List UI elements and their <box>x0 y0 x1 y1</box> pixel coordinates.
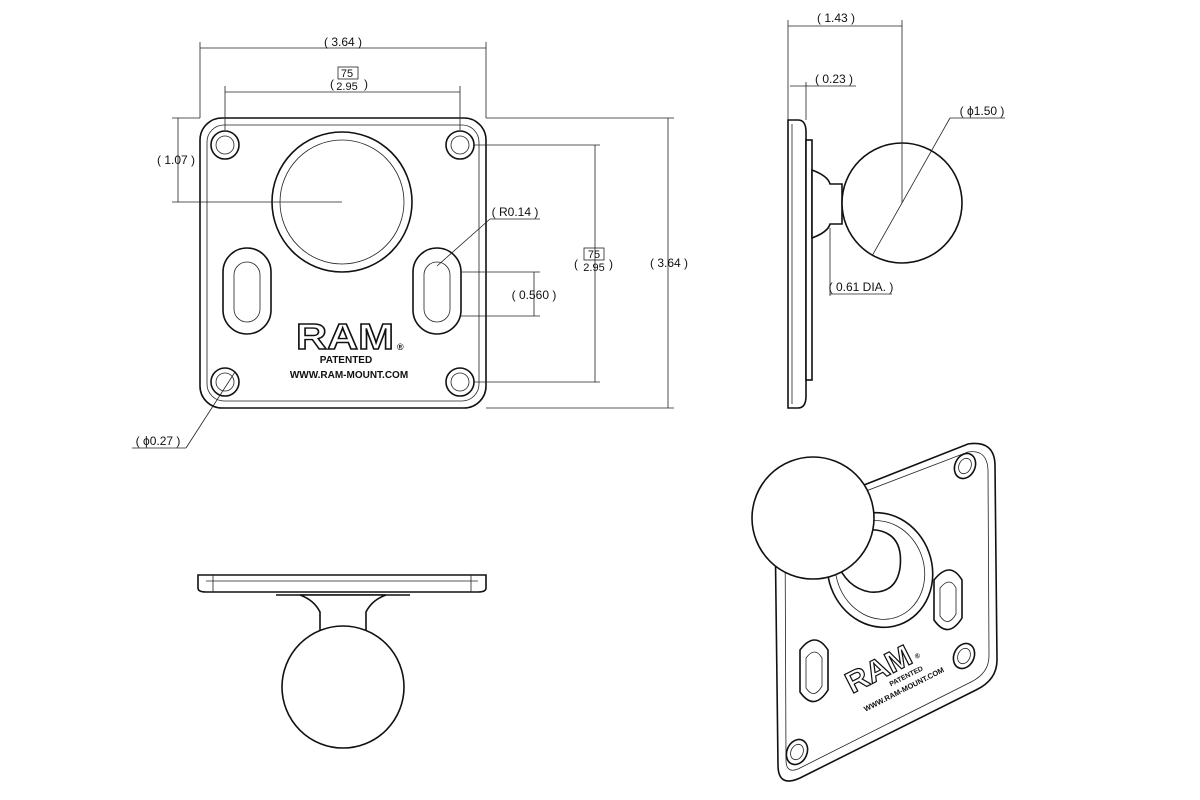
svg-text:( ϕ0.27 ): ( ϕ0.27 ) <box>136 434 181 448</box>
svg-text:( 1.07 ): ( 1.07 ) <box>157 153 195 167</box>
front-plate-inner-edge <box>206 124 480 402</box>
dim-front-width: ( 3.64 ) <box>199 35 487 118</box>
corner-hole-bottom-left <box>210 367 240 397</box>
front-hole-spacing-side-imperial: 2.95 <box>583 262 604 274</box>
dim-front-offset: ( 1.07 ) <box>157 117 342 203</box>
slot-right <box>412 247 462 335</box>
side-plate <box>787 119 807 409</box>
dim-front-hole-diameter: ( ϕ0.27 ) <box>132 371 236 449</box>
front-registered-mark: ® <box>397 342 404 352</box>
slot-left <box>222 247 272 335</box>
iso-plate-edge <box>784 451 990 771</box>
svg-text:( 3.64 ): ( 3.64 ) <box>324 35 362 49</box>
front-hole-diameter-value: 0.27 <box>150 434 174 448</box>
svg-text:(: ( <box>574 257 578 271</box>
side-neck-diameter-value: 0.61 DIA. <box>836 280 886 294</box>
iso-slot-left <box>799 639 829 703</box>
iso-hole-bottom-left <box>785 738 809 766</box>
front-width-value: 3.64 <box>331 35 355 49</box>
iso-hole-top-right <box>953 452 977 480</box>
iso-registered-mark: ® <box>913 651 922 661</box>
bottom-view <box>197 574 487 749</box>
svg-text:): ) <box>364 77 368 91</box>
side-depth-value: 1.43 <box>824 11 848 25</box>
svg-text:( ϕ1.50 ): ( ϕ1.50 ) <box>960 104 1005 118</box>
iso-ball <box>751 456 875 580</box>
dim-front-slot-radius: ( R0.14 ) <box>436 205 540 267</box>
front-hole-spacing-side-metric: 75 <box>588 249 600 261</box>
iso-hole-bottom-right <box>952 642 976 670</box>
front-plate <box>199 117 487 409</box>
dim-front-slot-length: ( 0.560 ) <box>461 271 557 317</box>
side-thickness-value: 0.23 <box>822 72 846 86</box>
front-hole-spacing-top-imperial: 2.95 <box>336 81 357 93</box>
dim-side-thickness: ( 0.23 ) <box>790 72 856 120</box>
svg-text:( 0.61 DIA. ): ( 0.61 DIA. ) <box>829 280 894 294</box>
svg-text:( 3.64 ): ( 3.64 ) <box>650 256 688 270</box>
front-offset-value: 1.07 <box>164 153 188 167</box>
svg-text:( 0.560 ): ( 0.560 ) <box>512 288 557 302</box>
svg-text:( R0.14 ): ( R0.14 ) <box>492 205 539 219</box>
corner-hole-top-left <box>210 130 240 160</box>
dim-front-height: ( 3.64 ) <box>486 117 688 409</box>
isometric-view: RAM ® PATENTED WWW.RAM-MOUNT.COM <box>751 442 998 782</box>
dim-front-hole-spacing-side: ( ) 75 2.95 <box>474 144 613 383</box>
front-slot-length-value: 0.560 <box>519 288 549 302</box>
dim-side-ball-diameter: ( ϕ1.50 ) <box>871 104 1005 257</box>
front-brand-text: RAM <box>296 316 394 357</box>
iso-slot-right <box>933 569 963 631</box>
front-hole-spacing-top-metric: 75 <box>341 68 353 80</box>
front-slot-radius-value: R0.14 <box>499 205 531 219</box>
diameter-symbol: ϕ <box>143 434 150 448</box>
front-view: RAM ® PATENTED WWW.RAM-MOUNT.COM ( 3.64 … <box>132 35 688 449</box>
svg-text:): ) <box>609 257 613 271</box>
dim-side-depth: ( 1.43 ) <box>787 11 903 203</box>
side-neck <box>811 168 843 240</box>
diameter-symbol: ϕ <box>967 104 974 118</box>
bottom-plate <box>197 574 487 593</box>
front-website-text: WWW.RAM-MOUNT.COM <box>290 370 408 381</box>
side-view: ( 1.43 ) ( 0.23 ) ( ϕ1.50 ) ( 0.61 DIA. … <box>787 11 1005 409</box>
svg-text:(: ( <box>330 77 334 91</box>
side-ball-diameter-value: 1.50 <box>974 104 998 118</box>
dim-side-neck-diameter: ( 0.61 DIA. ) <box>829 228 894 296</box>
front-patented-text: PATENTED <box>320 355 372 366</box>
side-boss <box>805 139 813 381</box>
dim-front-hole-spacing-top: ( ) 75 2.95 <box>224 66 461 130</box>
front-height-value: 3.64 <box>657 256 681 270</box>
svg-text:( 0.23 ): ( 0.23 ) <box>815 72 853 86</box>
bottom-ball <box>281 625 405 749</box>
svg-text:( 1.43 ): ( 1.43 ) <box>817 11 855 25</box>
